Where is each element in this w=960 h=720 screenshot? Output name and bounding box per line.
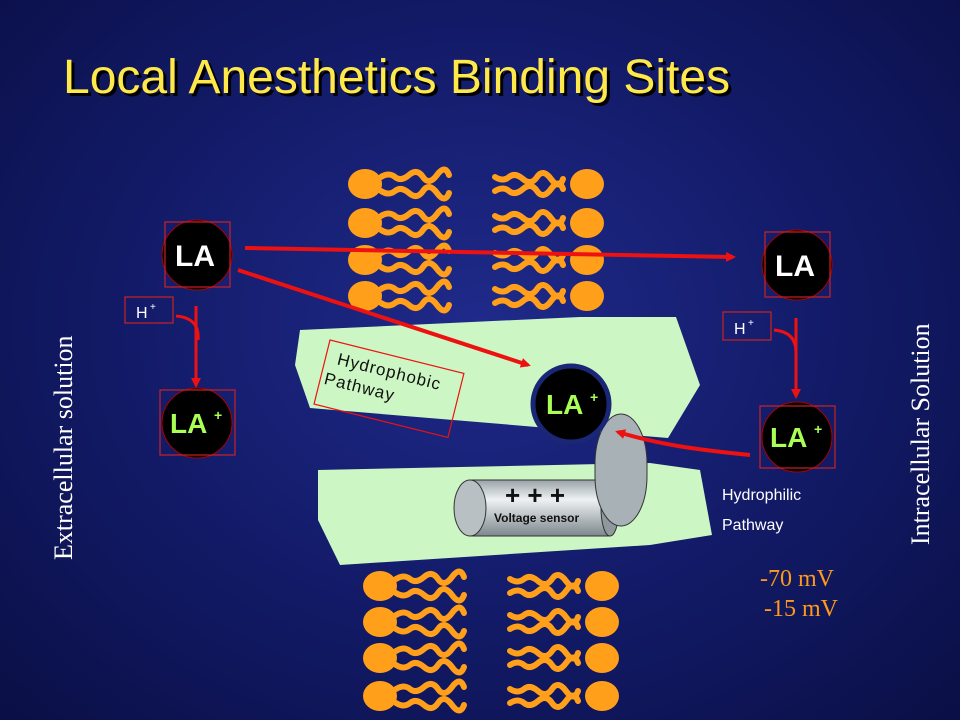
svg-text:+: + — [814, 421, 822, 437]
arrow-hydrophilic-pathway — [615, 429, 751, 457]
svg-text:H: H — [136, 305, 148, 322]
la-plus-extracellular: LA + — [159, 387, 236, 459]
inactivation-gate — [594, 413, 648, 527]
arrow-hydrophobic-pathway — [237, 268, 531, 368]
lipid-bilayer-top — [348, 169, 604, 311]
arrow-la-crossing — [244, 246, 736, 262]
svg-text:LA: LA — [546, 389, 583, 420]
svg-text:LA: LA — [770, 422, 807, 453]
arrows — [175, 246, 801, 457]
lipid-bilayer-bottom — [363, 571, 619, 711]
svg-text:LA: LA — [775, 250, 815, 283]
svg-text:LA: LA — [175, 240, 215, 273]
la-intracellular: LA — [761, 229, 833, 301]
page-title: Local Anesthetics Binding Sites — [63, 51, 730, 104]
h-plus-intracellular: H + — [722, 311, 772, 341]
la-extracellular: LA — [161, 219, 233, 291]
svg-text:+: + — [214, 407, 222, 423]
svg-text:LA: LA — [170, 408, 207, 439]
membrane-potential-resting: -70 mV — [760, 566, 835, 592]
svg-text:+: + — [590, 389, 598, 405]
voltage-sensor-label: Voltage sensor — [494, 511, 579, 525]
la-plus-intracellular: LA + — [759, 401, 836, 473]
svg-text:+: + — [748, 318, 754, 329]
membrane-potential-depolarized: -15 mV — [764, 596, 839, 622]
svg-text:+: + — [150, 302, 156, 313]
h-plus-extracellular: H + — [124, 296, 174, 324]
page-title-shadow: Local Anesthetics Binding Sites — [66, 54, 733, 107]
svg-text:H: H — [734, 321, 746, 338]
hydrophilic-label-line2: Pathway — [722, 517, 783, 534]
intracellular-label: Intracellular Solution — [906, 323, 935, 545]
voltage-charges: + + + — [505, 480, 565, 510]
voltage-sensor: + + + Voltage sensor — [453, 479, 620, 537]
binding-site-la-plus: LA + — [530, 363, 612, 445]
extracellular-label: Extracellular solution — [49, 335, 78, 560]
hydrophilic-label-line1: Hydrophilic — [722, 487, 801, 504]
